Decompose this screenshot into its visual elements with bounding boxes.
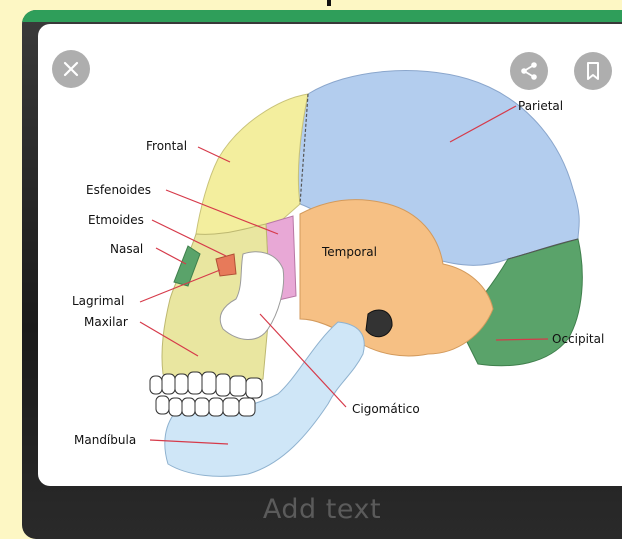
label-mandibula: Mandíbula [74,433,136,447]
top-edge-mark [327,0,331,6]
add-text-caption[interactable]: Add text [22,494,622,525]
close-button[interactable] [52,50,90,88]
label-temporal: Temporal [321,245,377,259]
label-cigomatico: Cigomático [352,402,420,416]
label-nasal: Nasal [110,242,143,256]
ear-canal [366,310,392,337]
accent-bar [22,10,622,22]
share-icon [519,61,539,81]
image-viewer-frame: Frontal Parietal Esfenoides Etmoides Nas… [22,10,622,539]
teeth-row [150,372,262,416]
label-etmoides: Etmoides [88,213,144,227]
label-occipital: Occipital [552,332,604,346]
label-frontal: Frontal [146,139,187,153]
bookmark-button[interactable] [574,52,612,90]
image-card[interactable]: Frontal Parietal Esfenoides Etmoides Nas… [38,24,622,486]
bookmark-icon [585,61,601,81]
label-maxilar: Maxilar [84,315,128,329]
share-button[interactable] [510,52,548,90]
skull-diagram: Frontal Parietal Esfenoides Etmoides Nas… [38,24,622,486]
label-parietal: Parietal [518,99,563,113]
close-icon [63,61,79,77]
label-esfenoides: Esfenoides [86,183,151,197]
label-lagrimal: Lagrimal [72,294,124,308]
